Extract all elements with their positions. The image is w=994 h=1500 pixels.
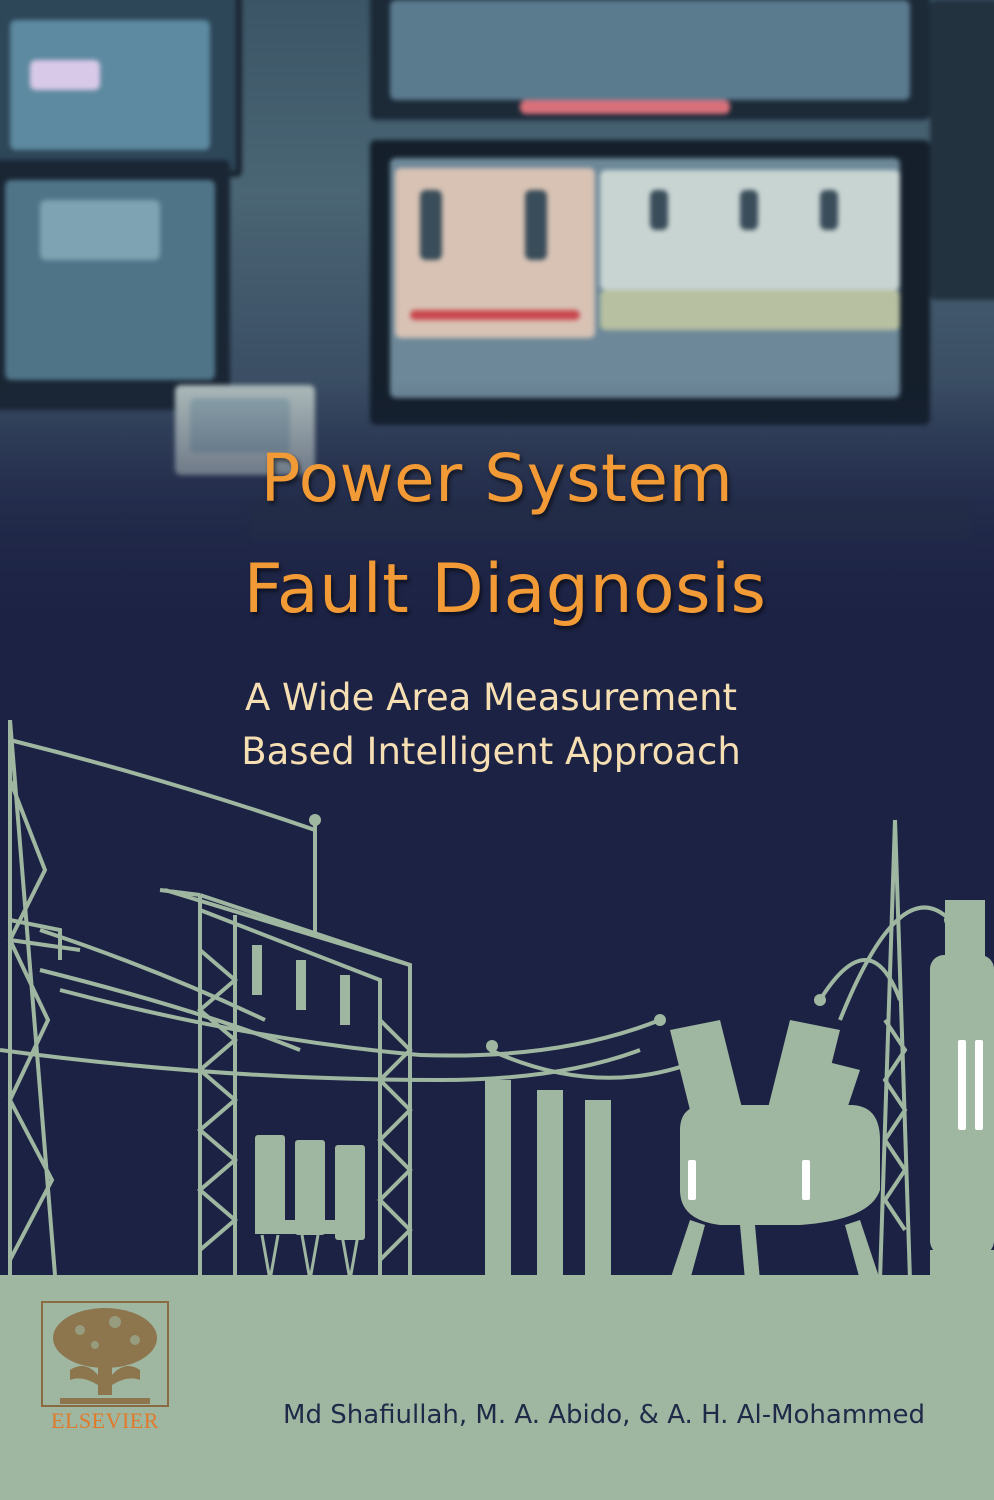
book-title-line-1: Power System	[260, 440, 734, 517]
book-title-line-2: Fault Diagnosis	[243, 550, 767, 629]
photo-fade-overlay	[0, 380, 994, 640]
authors: Md Shafiullah, M. A. Abido, & A. H. Al-M…	[283, 1400, 925, 1430]
book-subtitle-line-1: A Wide Area Measurement	[244, 676, 738, 719]
control-room-photo	[0, 0, 994, 640]
elsevier-tree-logo-icon	[41, 1301, 169, 1407]
bottom-band	[0, 1275, 994, 1500]
publisher-name: ELSEVIER	[51, 1408, 159, 1433]
book-subtitle-line-2: Based Intelligent Approach	[241, 730, 741, 773]
substation-silhouette-icon	[0, 720, 994, 1280]
